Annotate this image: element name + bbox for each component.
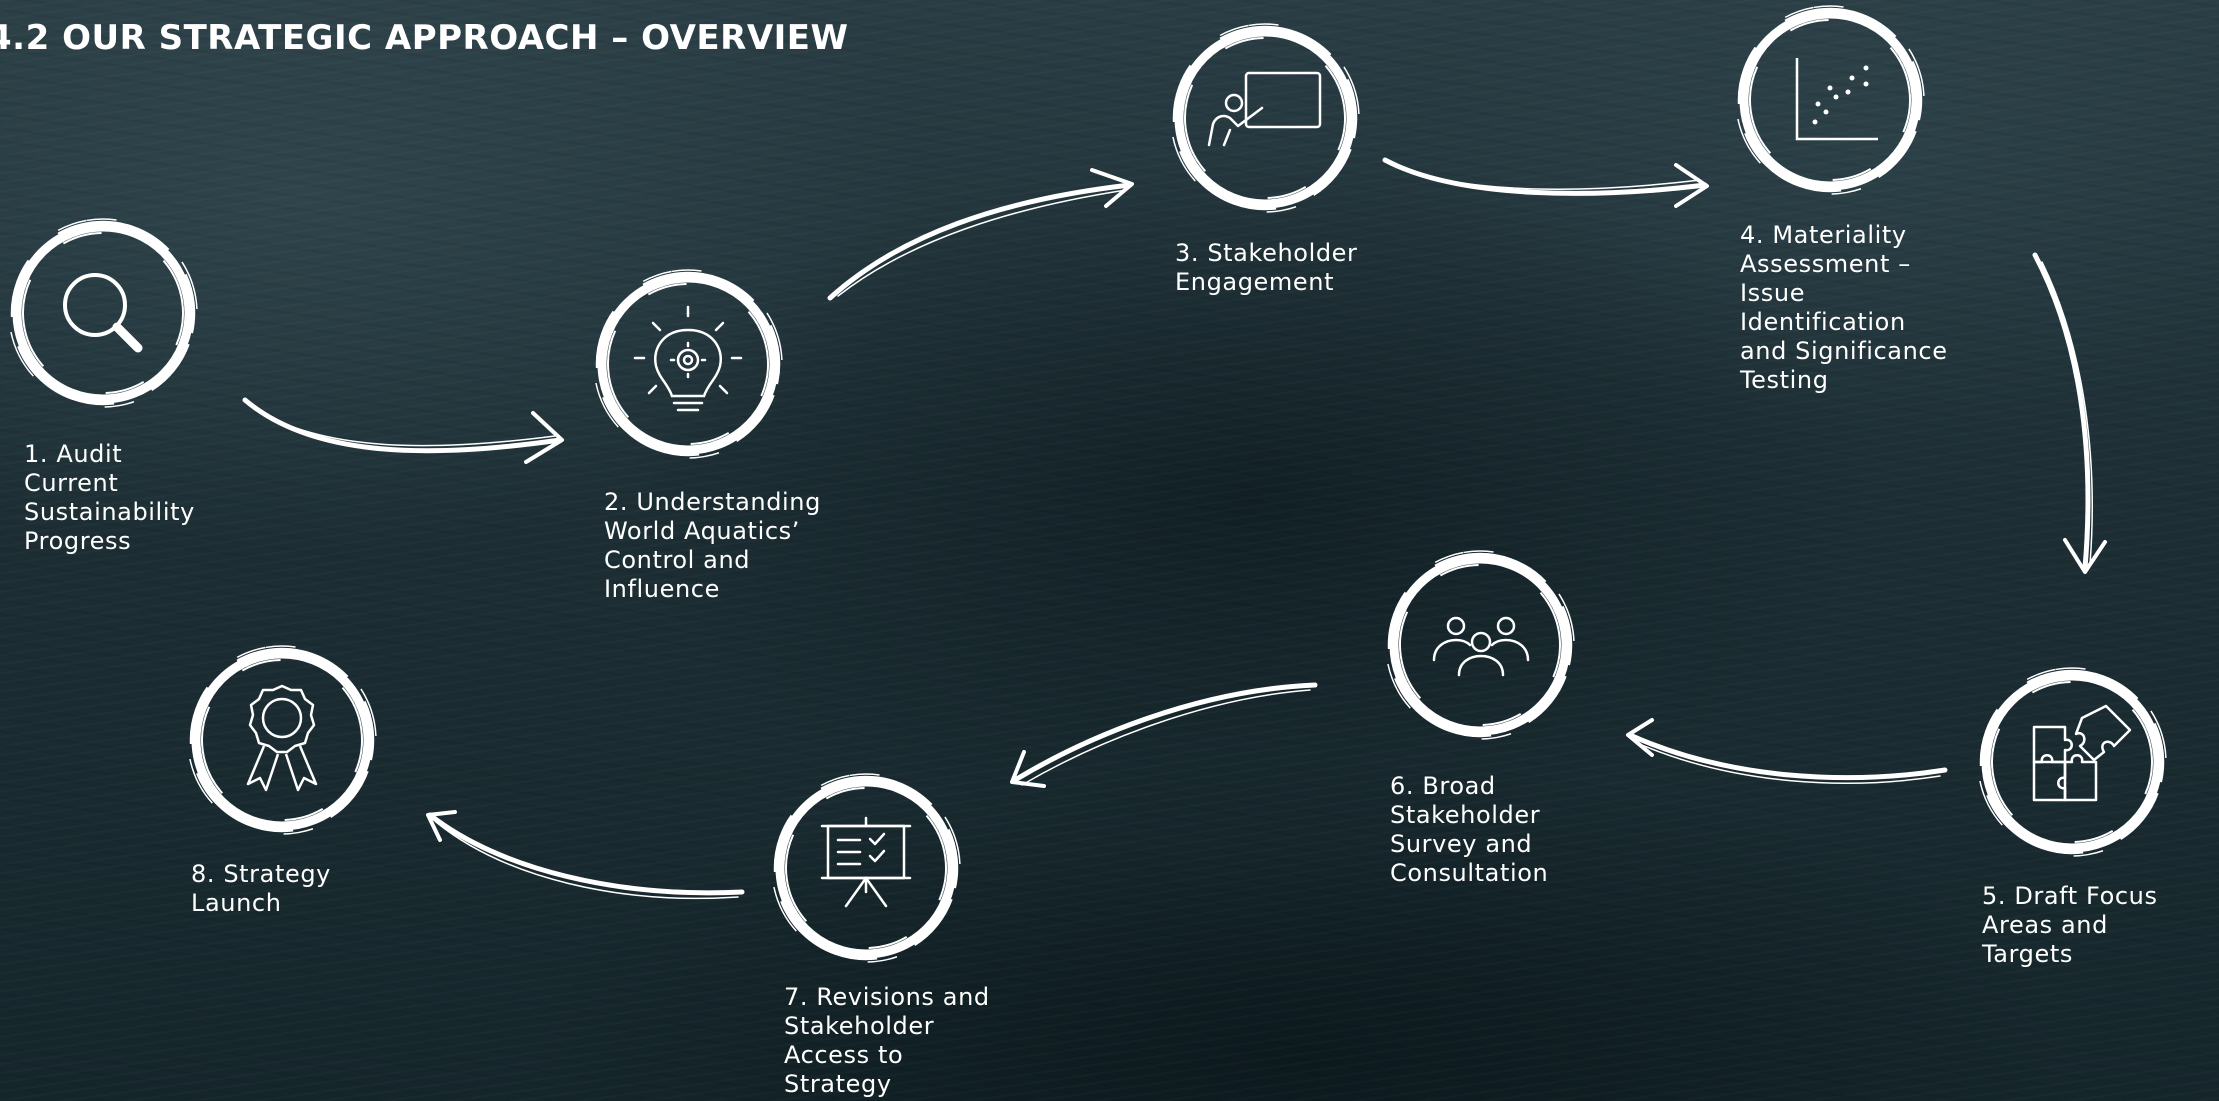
group-people-icon <box>1432 616 1530 677</box>
presenter-board-icon <box>1207 71 1322 147</box>
step-6-ring <box>1363 528 1596 761</box>
arrow-step6-to-step7 <box>1010 682 1318 788</box>
step-5-label: 5. Draft Focus Areas and Targets <box>1982 882 2158 968</box>
arrow-step7-to-step8 <box>426 810 745 900</box>
step-3-ring <box>1148 1 1381 234</box>
puzzle-pieces-icon <box>2032 704 2132 802</box>
lightbulb-gear-icon <box>633 305 743 412</box>
step-7-ring <box>749 751 982 984</box>
award-ribbon-icon <box>246 684 318 792</box>
arrow-step5-to-step6 <box>1626 718 1948 784</box>
step-4-label: 4. Materiality Assessment – Issue Identi… <box>1740 221 1948 394</box>
arrow-step4-to-step5 <box>2032 252 2107 574</box>
step-7-label: 7. Revisions and Stakeholder Access to S… <box>784 983 990 1098</box>
step-8-label: 8. Strategy Launch <box>191 860 331 917</box>
step-1-label: 1. Audit Current Sustainability Progress <box>24 440 195 555</box>
step-1-ring <box>0 196 220 429</box>
step-8-ring <box>165 623 398 856</box>
arrow-step3-to-step4 <box>1382 157 1709 208</box>
checklist-easel-icon <box>820 816 912 908</box>
step-6-label: 6. Broad Stakeholder Survey and Consulta… <box>1390 772 1549 887</box>
scatter-plot-icon <box>1795 58 1878 141</box>
arrow-step2-to-step3 <box>827 168 1134 301</box>
arrow-step1-to-step2 <box>242 397 564 464</box>
step-2-label: 2. Understanding World Aquatics’ Control… <box>604 488 821 603</box>
step-3-label: 3. Stakeholder Engagement <box>1175 239 1358 296</box>
magnifying-glass-icon <box>63 273 143 353</box>
page-title: 4.2 OUR STRATEGIC APPROACH – OVERVIEW <box>0 18 849 58</box>
step-4-ring <box>1713 0 1946 217</box>
